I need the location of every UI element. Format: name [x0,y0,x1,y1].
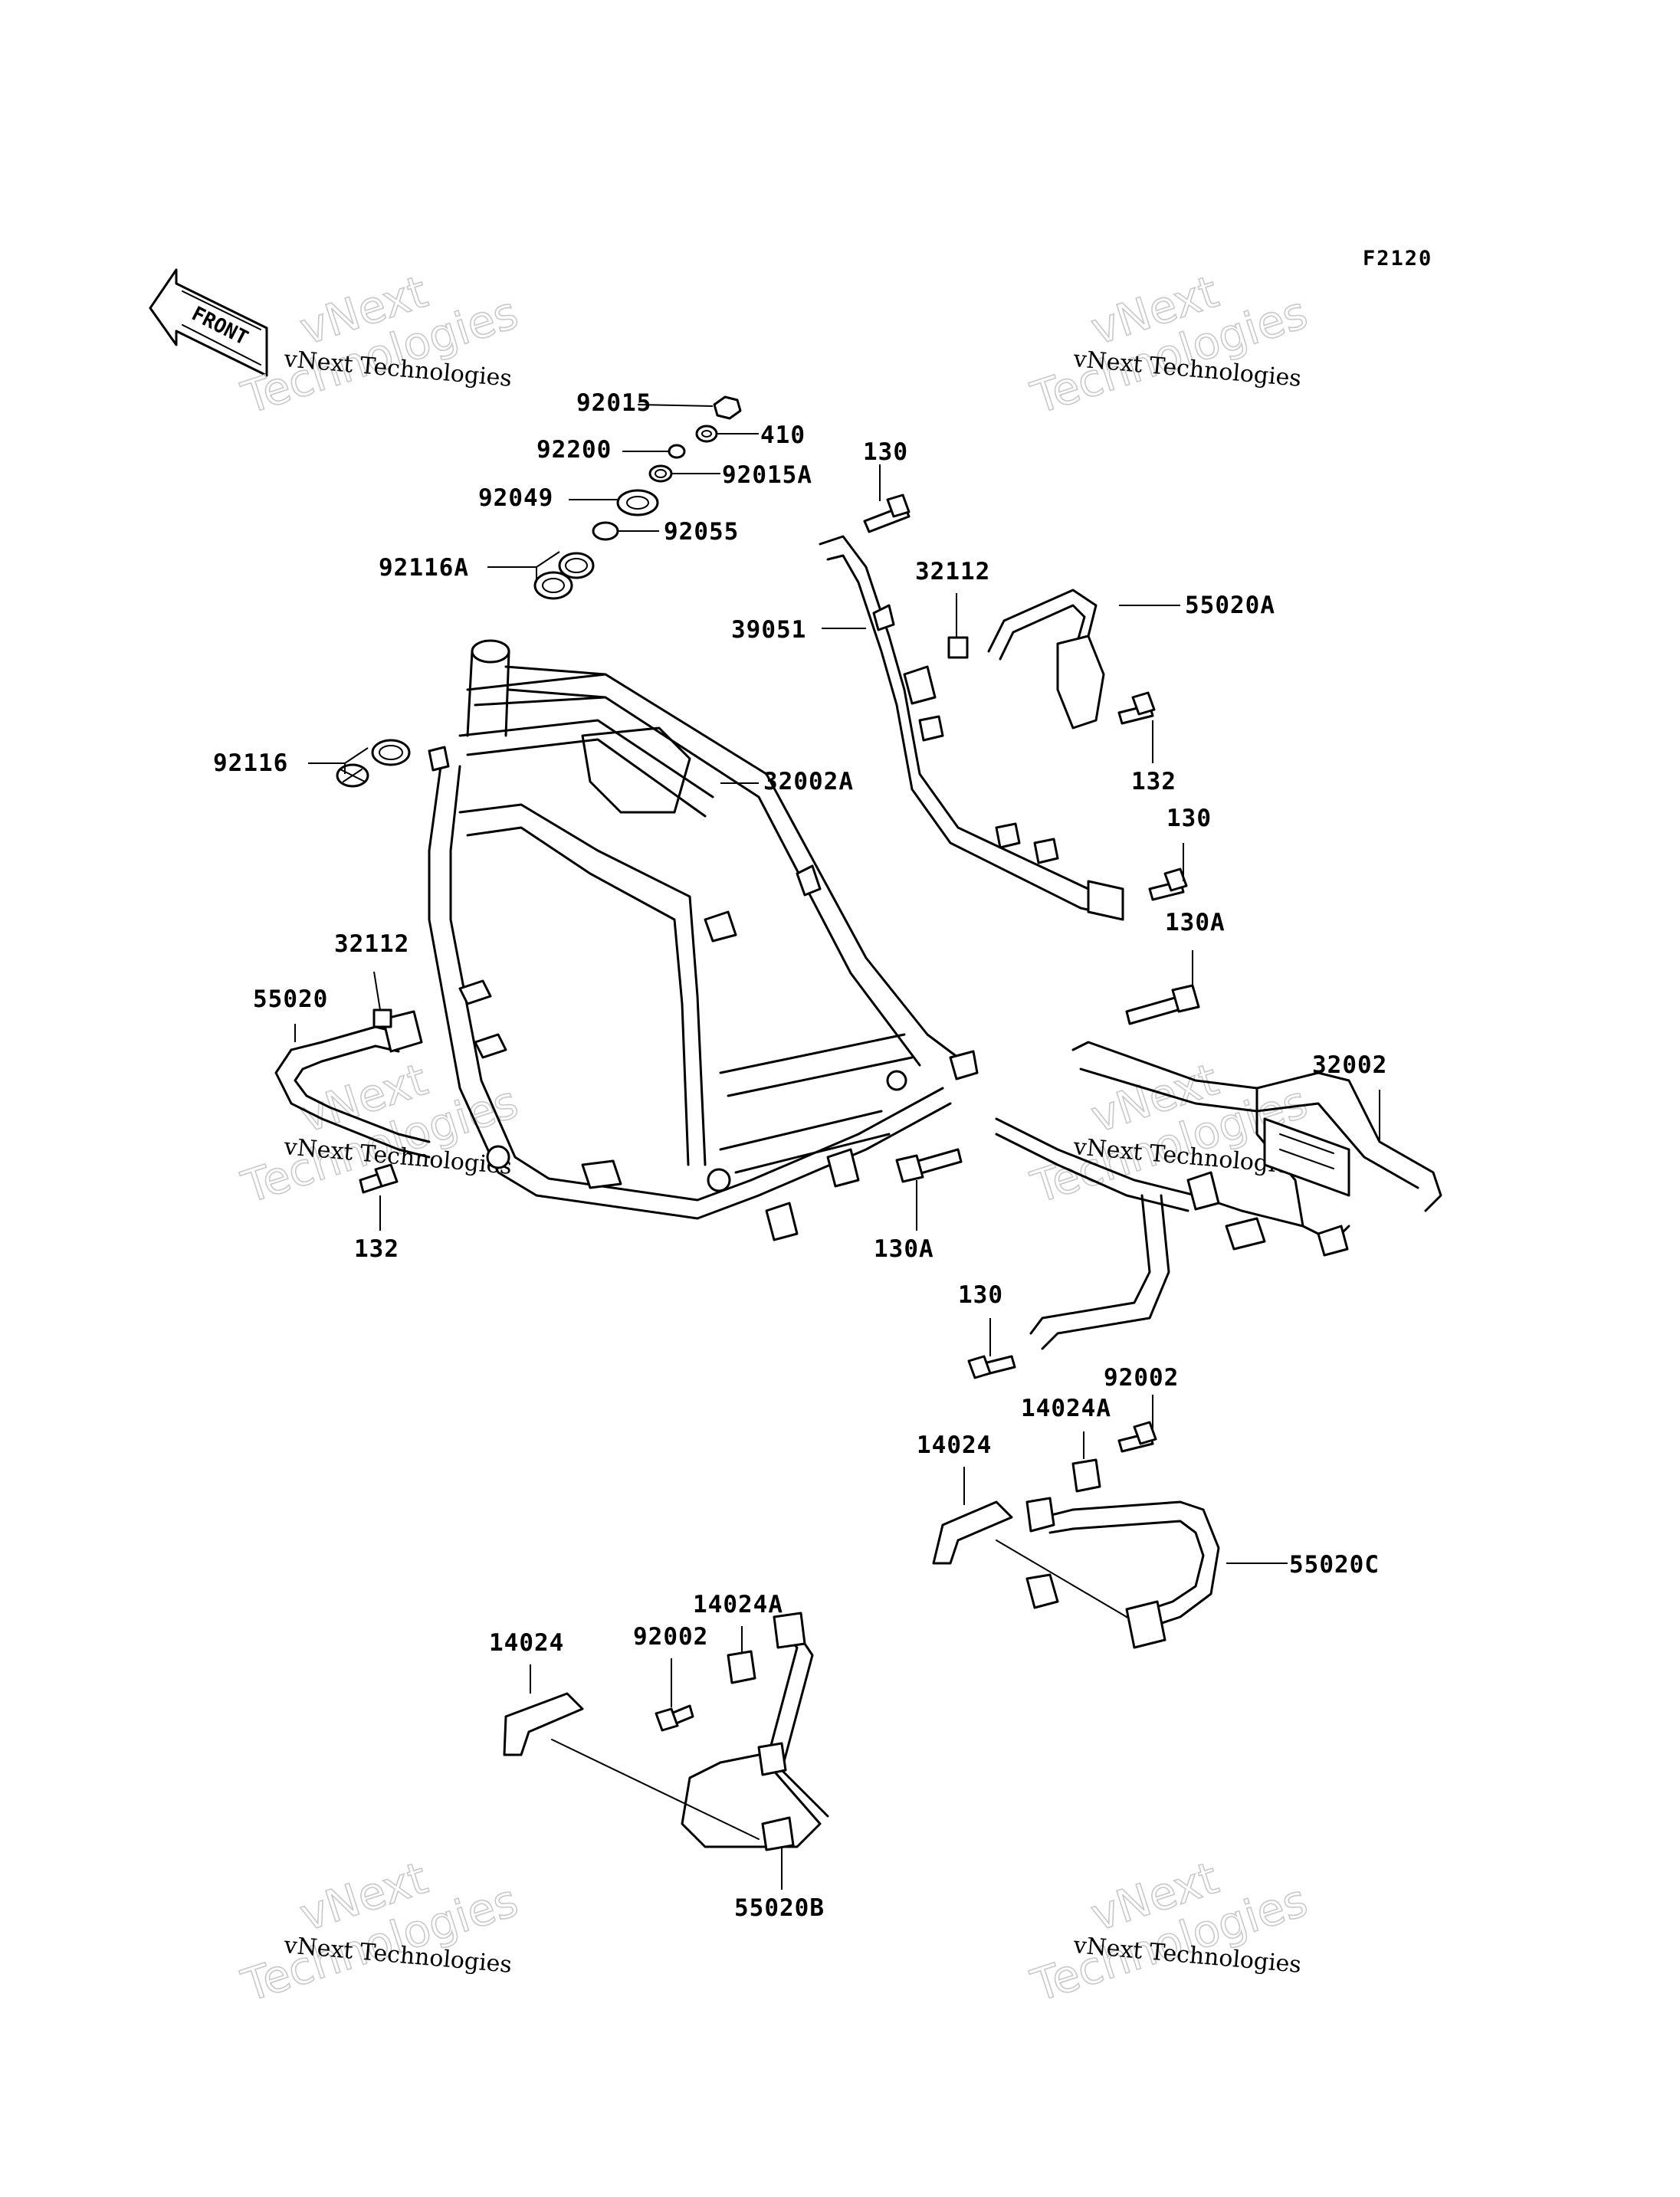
watermark-bottom-left: vNext Technologies vNext Technologies [235,1851,525,2012]
label-14024a-left: 14024A [693,1591,783,1618]
label-14024a-right: 14024A [1021,1395,1111,1422]
label-410: 410 [760,421,806,449]
label-92002-left: 92002 [633,1623,708,1651]
label-39051: 39051 [731,616,806,644]
steering-head-parts [336,395,742,788]
label-92002-right: 92002 [1104,1364,1179,1392]
label-32002: 32002 [1312,1051,1387,1079]
label-32112-top: 32112 [915,558,990,585]
label-130-lower: 130 [958,1281,1003,1309]
label-55020c: 55020C [1289,1551,1380,1579]
label-132-top: 132 [1131,768,1176,795]
label-14024-right: 14024 [917,1431,992,1459]
label-92049: 92049 [478,484,553,512]
rear-frame-upper [819,535,1124,921]
label-130-top: 130 [863,438,908,466]
label-14024-left: 14024 [489,1629,564,1657]
leader-lines [294,404,1380,1890]
watermark-top-left: vNext Technologies vNext Technologies [235,264,525,425]
guard-55020a [863,494,1200,1025]
label-92055: 92055 [664,518,739,546]
main-frame-32002a [428,639,979,1241]
front-arrow-icon: FRONT [149,268,268,377]
guard-55020b [503,1612,829,1851]
guard-55020 [274,1008,431,1194]
label-92200: 92200 [536,436,612,464]
label-32002a: 32002A [763,768,854,795]
label-132-left: 132 [354,1235,399,1263]
watermark-bottom-right: vNext Technologies vNext Technologies [1025,1851,1314,2012]
guard-55020c [932,1421,1220,1649]
part-labels: 92015 410 92200 92015A 92049 92055 92116… [213,389,1387,1922]
rear-frame-32002 [895,1041,1442,1379]
label-55020: 55020 [253,985,328,1013]
label-92116a: 92116A [379,554,469,582]
label-130a-top: 130A [1165,909,1226,936]
label-92015a: 92015A [722,461,812,489]
label-92015: 92015 [576,389,651,417]
label-55020a: 55020A [1185,592,1275,619]
figure-code: F2120 [1363,247,1432,271]
label-130a-bottom: 130A [874,1235,934,1263]
label-32112-left: 32112 [334,930,409,958]
watermark-top-right: vNext Technologies vNext Technologies [1025,264,1314,425]
label-130-mid: 130 [1166,805,1212,832]
label-92116: 92116 [213,749,288,777]
label-55020b: 55020B [734,1894,825,1922]
